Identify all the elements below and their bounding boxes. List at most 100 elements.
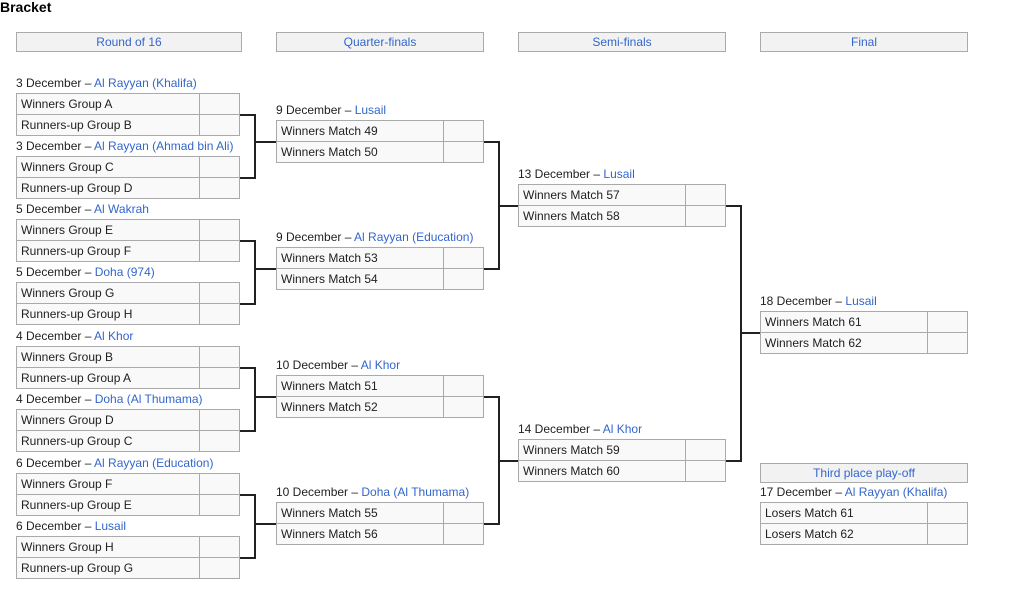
match-label: 5 December – Doha (974) bbox=[16, 264, 155, 280]
team-name: Runners-up Group D bbox=[16, 177, 200, 199]
match-date: 17 December – bbox=[760, 485, 845, 499]
match-label: 14 December – Al Khor bbox=[518, 421, 642, 437]
venue-link[interactable]: Doha (974) bbox=[94, 265, 155, 279]
team-name: Winners Match 58 bbox=[518, 205, 686, 227]
team-name: Winners Group B bbox=[16, 346, 200, 368]
venue-link[interactable]: Al Khor bbox=[602, 422, 643, 436]
round-header-final: Final bbox=[760, 32, 968, 52]
connector-line bbox=[740, 332, 760, 334]
team-name: Winners Group A bbox=[16, 93, 200, 115]
team-score bbox=[444, 141, 484, 163]
connector-line bbox=[240, 240, 254, 242]
match-date: 6 December – bbox=[16, 456, 95, 470]
venue-link[interactable]: Al Rayyan (Education) bbox=[94, 456, 214, 470]
venue-link[interactable]: Lusail bbox=[94, 519, 127, 533]
team-name: Runners-up Group B bbox=[16, 114, 200, 136]
team-name: Winners Match 49 bbox=[276, 120, 444, 142]
venue-link[interactable]: Lusail bbox=[354, 103, 387, 117]
connector-line bbox=[254, 396, 276, 398]
team-name: Runners-up Group C bbox=[16, 430, 200, 452]
match-date: 5 December – bbox=[16, 265, 95, 279]
venue-link[interactable]: Al Khor bbox=[94, 329, 134, 343]
team-score bbox=[928, 311, 968, 333]
match-date: 13 December – bbox=[518, 167, 604, 181]
team-score bbox=[444, 120, 484, 142]
match-date: 10 December – bbox=[276, 358, 361, 372]
team-score bbox=[200, 177, 240, 199]
team-score bbox=[200, 219, 240, 241]
venue-link[interactable]: Al Rayyan (Ahmad bin Ali) bbox=[94, 139, 234, 153]
round-header-qf: Quarter-finals bbox=[276, 32, 484, 52]
team-score bbox=[686, 439, 726, 461]
venue-link[interactable]: Doha (Al Thumama) bbox=[361, 485, 470, 499]
connector-line bbox=[240, 177, 254, 179]
connector-line bbox=[484, 268, 498, 270]
match-label: 10 December – Al Khor bbox=[276, 357, 400, 373]
connector-line bbox=[254, 114, 256, 179]
match-date: 18 December – bbox=[760, 294, 846, 308]
match-date: 10 December – bbox=[276, 485, 362, 499]
team-name: Runners-up Group A bbox=[16, 367, 200, 389]
connector-line bbox=[484, 141, 498, 143]
venue-link[interactable]: Lusail bbox=[845, 294, 877, 308]
match-label: 4 December – Al Khor bbox=[16, 328, 133, 344]
match-date: 3 December – bbox=[16, 76, 95, 90]
connector-line bbox=[484, 523, 498, 525]
team-name: Winners Match 57 bbox=[518, 184, 686, 206]
connector-line bbox=[240, 557, 254, 559]
connector-line bbox=[484, 396, 498, 398]
match-date: 5 December – bbox=[16, 202, 95, 216]
team-score bbox=[200, 240, 240, 262]
team-score bbox=[444, 375, 484, 397]
team-name: Winners Match 53 bbox=[276, 247, 444, 269]
team-name: Winners Match 50 bbox=[276, 141, 444, 163]
match-date: 3 December – bbox=[16, 139, 95, 153]
team-name: Runners-up Group H bbox=[16, 303, 200, 325]
match-date: 14 December – bbox=[518, 422, 603, 436]
match-label: 9 December – Lusail bbox=[276, 102, 386, 118]
connector-line bbox=[240, 494, 254, 496]
team-name: Runners-up Group F bbox=[16, 240, 200, 262]
team-name: Winners Group C bbox=[16, 156, 200, 178]
connector-line bbox=[254, 367, 256, 432]
venue-link[interactable]: Al Rayyan (Education) bbox=[354, 230, 474, 244]
team-score bbox=[928, 523, 968, 545]
connector-line bbox=[240, 303, 254, 305]
venue-link[interactable]: Al Rayyan (Khalifa) bbox=[844, 485, 948, 499]
team-name: Winners Match 60 bbox=[518, 460, 686, 482]
venue-link[interactable]: Al Khor bbox=[360, 358, 401, 372]
team-score bbox=[200, 473, 240, 495]
venue-link[interactable]: Al Rayyan (Khalifa) bbox=[94, 76, 197, 90]
team-name: Winners Match 52 bbox=[276, 396, 444, 418]
venue-link[interactable]: Doha (Al Thumama) bbox=[94, 392, 203, 406]
team-score bbox=[200, 409, 240, 431]
team-score bbox=[444, 523, 484, 545]
match-label: 10 December – Doha (Al Thumama) bbox=[276, 484, 469, 500]
connector-line bbox=[254, 268, 276, 270]
team-name: Losers Match 61 bbox=[760, 502, 928, 524]
match-date: 6 December – bbox=[16, 519, 95, 533]
team-score bbox=[928, 502, 968, 524]
match-label: 3 December – Al Rayyan (Ahmad bin Ali) bbox=[16, 138, 233, 154]
connector-line bbox=[240, 114, 254, 116]
match-label: 18 December – Lusail bbox=[760, 293, 877, 309]
connector-line bbox=[498, 460, 518, 462]
connector-line bbox=[254, 240, 256, 305]
team-name: Winners Group G bbox=[16, 282, 200, 304]
match-date: 4 December – bbox=[16, 329, 95, 343]
team-score bbox=[200, 93, 240, 115]
team-score bbox=[444, 502, 484, 524]
team-score bbox=[200, 430, 240, 452]
team-score bbox=[686, 184, 726, 206]
match-label: 6 December – Lusail bbox=[16, 518, 126, 534]
team-score bbox=[444, 247, 484, 269]
team-name: Winners Group H bbox=[16, 536, 200, 558]
match-date: 9 December – bbox=[276, 103, 355, 117]
venue-link[interactable]: Al Wakrah bbox=[94, 202, 149, 216]
team-name: Winners Match 51 bbox=[276, 375, 444, 397]
team-score bbox=[200, 114, 240, 136]
team-score bbox=[200, 156, 240, 178]
team-name: Runners-up Group G bbox=[16, 557, 200, 579]
venue-link[interactable]: Lusail bbox=[603, 167, 635, 181]
connector-line bbox=[726, 205, 740, 207]
